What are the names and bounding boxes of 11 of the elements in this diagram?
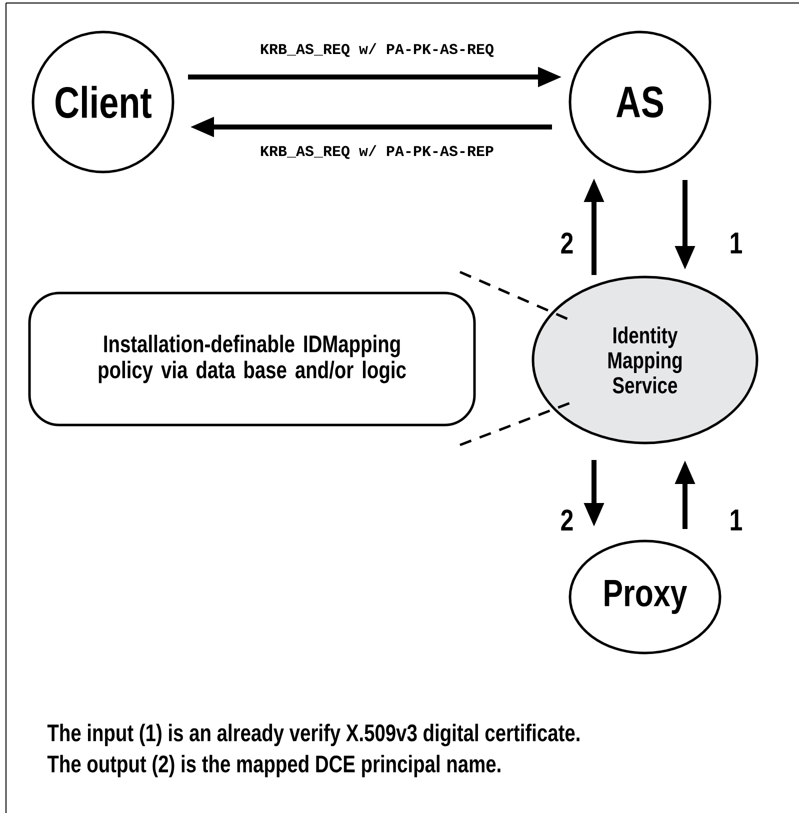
edge-label: KRB_AS_REQ w/ PA-PK-AS-REP bbox=[258, 144, 496, 160]
edge-label: 1 bbox=[728, 232, 744, 254]
dashed-line bbox=[460, 402, 570, 446]
policy-box: Installation-definable IDMapping policy via data base and/or logic bbox=[28, 292, 476, 426]
edge-label: KRB_AS_REQ w/ PA-PK-AS-REQ bbox=[258, 42, 496, 58]
note-text: The output (2) is the mapped DCE principal name. bbox=[47, 754, 500, 778]
note-text: The input (1) is an already verify X.509v3 digital certificate. bbox=[47, 724, 580, 746]
edge-label: 2 bbox=[559, 232, 575, 254]
edge-label: 2 bbox=[559, 508, 575, 532]
edge-label: 1 bbox=[728, 508, 744, 532]
dashed-line bbox=[460, 270, 570, 322]
